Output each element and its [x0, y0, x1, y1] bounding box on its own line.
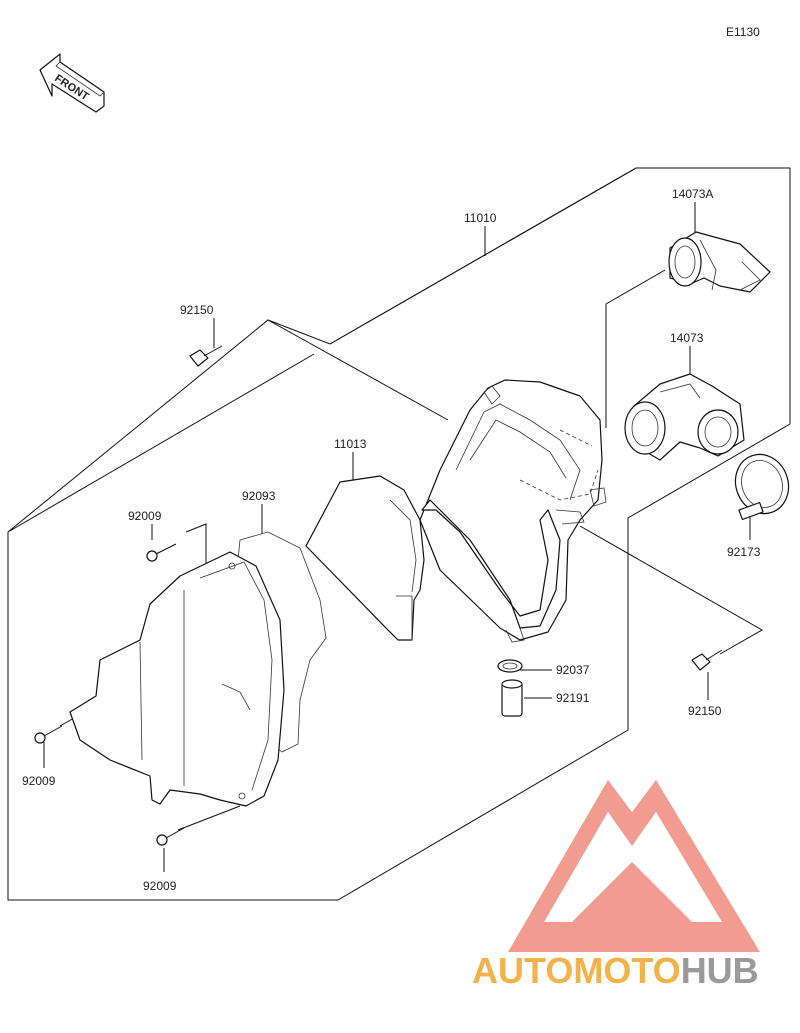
label-92009-bottom: 92009 [143, 879, 177, 893]
label-92037: 92037 [556, 663, 590, 677]
leader-lines [43, 202, 764, 872]
screw-upper-icon [146, 543, 177, 562]
bolt-top-icon [189, 345, 223, 367]
watermark-hub: HUB [681, 950, 759, 991]
bolt-right-icon [691, 649, 723, 671]
label-92093: 92093 [242, 489, 276, 503]
diagram-code: E1130 [726, 25, 760, 39]
drain-clamp [497, 659, 523, 673]
watermark-logo [508, 780, 760, 952]
air-filter-element [305, 475, 425, 641]
air-cleaner-cover [69, 551, 285, 807]
watermark-text: AUTOMOTOHUB [472, 950, 759, 991]
label-14073A: 14073A [672, 187, 713, 201]
screw-bottom-icon [156, 827, 185, 846]
label-11013: 11013 [334, 437, 367, 451]
drain-plug [501, 679, 523, 717]
label-92191: 92191 [556, 691, 590, 705]
watermark-moto: MOTO [573, 950, 680, 991]
label-11010: 11010 [464, 211, 497, 225]
label-92173: 92173 [727, 545, 761, 559]
front-arrow-icon: FRONT [39, 53, 105, 113]
label-92009-left: 92009 [22, 774, 56, 788]
duct-lower [624, 373, 745, 461]
hose-clamp [734, 453, 790, 521]
air-cleaner-case [419, 379, 607, 643]
watermark-auto: AUTO [472, 950, 573, 991]
screw-left-icon [34, 725, 63, 744]
duct-upper [668, 231, 771, 293]
label-92150-top: 92150 [180, 303, 214, 317]
label-92009-upper: 92009 [128, 509, 162, 523]
label-14073: 14073 [670, 331, 704, 345]
label-92150-right: 92150 [688, 704, 722, 718]
